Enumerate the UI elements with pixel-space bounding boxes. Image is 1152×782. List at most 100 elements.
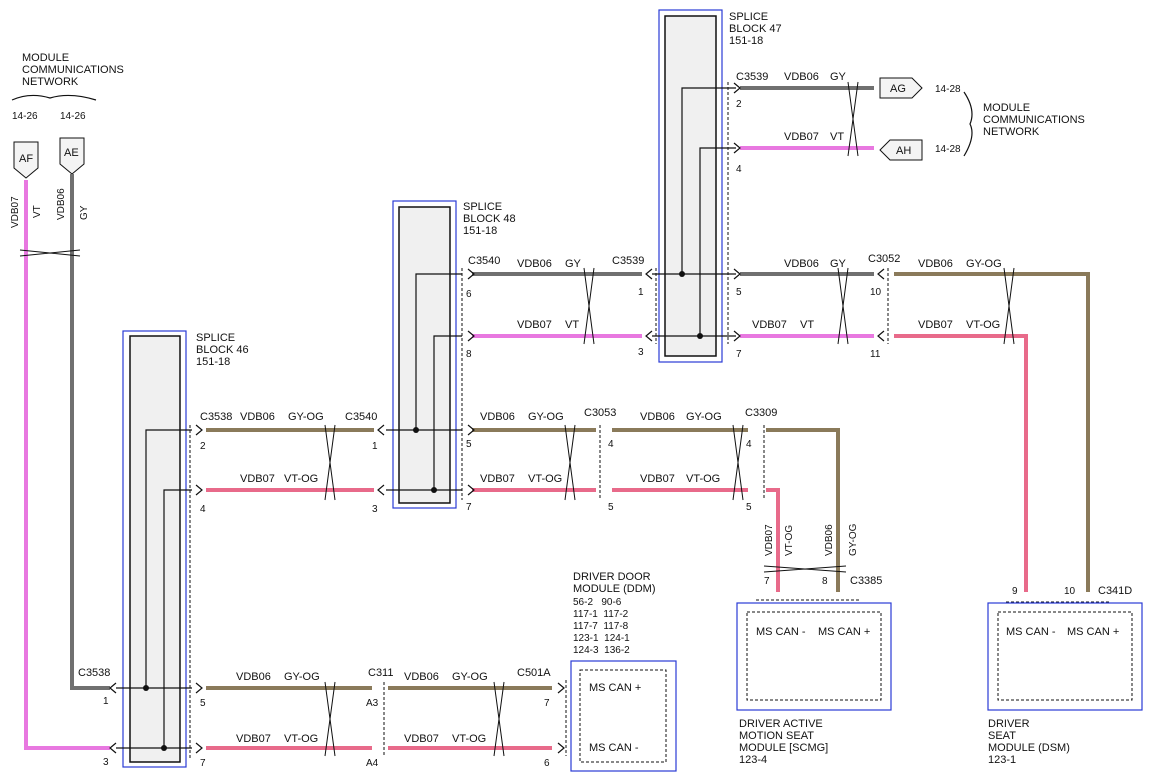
ddm-ref-4: 124-3 136-2 [573, 645, 630, 656]
conn-c3540-b: C3540 [468, 255, 500, 267]
arrows-c501a [557, 682, 565, 754]
dsm-title-3: MODULE (DSM) [988, 742, 1070, 754]
splice47-dot-1 [679, 271, 685, 277]
splice46-block [129, 335, 181, 763]
ddm-ref-3: 123-1 124-1 [573, 633, 630, 644]
splice47-bus-vt [652, 147, 736, 337]
mcn-left-ref-b: 14-26 [60, 111, 86, 122]
arrows-s46-out [195, 424, 203, 496]
conn-c3539-top: C3539 [736, 71, 768, 83]
splice48-bus-vt [386, 335, 462, 491]
pin-c3052-11: 11 [870, 349, 881, 360]
splice46-title-2: BLOCK 46 [196, 344, 249, 356]
splice48-title-2: BLOCK 48 [463, 213, 516, 225]
dsm-title-1: DRIVER [988, 718, 1030, 730]
arrows-c3052-in [877, 268, 885, 342]
twist-h-icon [1003, 267, 1015, 345]
mcn-left-title-3: NETWORK [22, 76, 79, 88]
twist-d-icon [732, 424, 744, 501]
ddm-title-1: DRIVER DOOR [573, 571, 651, 583]
wire-label-vdb07-c: VDB07 [480, 473, 515, 485]
arrows-c3539-in [645, 268, 653, 342]
wire-label-vdb07-i: VDB07 [236, 733, 271, 745]
wire-label-vdb07-f: VDB07 [784, 131, 819, 143]
conn-c311: C311 [368, 667, 393, 679]
wire-label-vt-g: VT [800, 319, 814, 331]
pin-c3538-1: 1 [103, 696, 109, 707]
wire-label-gyog-e: GY-OG [848, 523, 859, 556]
scmg-can-minus: MS CAN - [756, 626, 806, 638]
ddm-ref-1: 117-1 117-2 [573, 609, 629, 620]
twist-a-icon [324, 424, 336, 501]
mcn-right-ref-b: 14-28 [935, 144, 961, 155]
wire-label-gyog-i: GY-OG [284, 671, 320, 683]
ddm-module [570, 660, 677, 772]
mcn-left-title-1: MODULE [22, 52, 69, 64]
pin-c3539-3: 3 [638, 347, 644, 358]
pin-c3540-3: 3 [372, 504, 378, 515]
wire-label-vdb06-left: VDB06 [56, 188, 67, 220]
wire-label-vtog-e: VT-OG [784, 525, 795, 556]
connector-ae-label: AE [64, 147, 79, 159]
dsm-module [987, 602, 1143, 711]
conn-c341d: C341D [1098, 585, 1132, 597]
pin-c3540-1: 1 [372, 441, 378, 452]
splice48-right-leads [416, 429, 462, 491]
connector-ah-label: AH [896, 145, 911, 157]
pin-c3053-4: 4 [608, 439, 614, 450]
wire-label-vdb07-left: VDB07 [10, 196, 21, 228]
splice46-in-leads [116, 687, 192, 749]
mcn-left-title-2: COMMUNICATIONS [22, 64, 124, 76]
splice47-dot-2 [697, 333, 703, 339]
twist-c-icon [564, 424, 576, 501]
wire-vdb07-vt-left [24, 180, 110, 750]
ddm-can-minus: MS CAN - [589, 742, 639, 754]
ddm-inner [579, 669, 667, 763]
pin-c3309-4: 4 [746, 439, 752, 450]
wire-vdb06-gyog-h [894, 272, 1090, 592]
mcn-right-title-1: MODULE [983, 102, 1030, 114]
connector-ah-icon [879, 139, 923, 161]
connector-af-icon [13, 141, 39, 179]
connector-af-label: AF [19, 153, 33, 165]
conn-c501a: C501A [517, 667, 551, 679]
mcn-left-brace [11, 94, 97, 101]
pin-s47-2: 2 [736, 99, 742, 110]
wire-label-vtog-a: VT-OG [284, 473, 318, 485]
wire-label-gyog-c: GY-OG [528, 411, 564, 423]
pin-c3538-3: 3 [103, 757, 109, 768]
splice48-dot-1 [413, 427, 419, 433]
splice47-right-leads [682, 273, 736, 337]
splice47-title-2: BLOCK 47 [729, 23, 782, 35]
conn-c3053: C3053 [584, 407, 616, 419]
wire-label-vdb07-a: VDB07 [240, 473, 275, 485]
conn-c3538-top: C3538 [200, 411, 232, 423]
pin-s47-7: 7 [736, 349, 742, 360]
wire-label-vdb07-d: VDB07 [640, 473, 675, 485]
splice46-title-1: SPLICE [196, 332, 235, 344]
scmg-inner [746, 611, 882, 701]
wire-label-gyog-h: GY-OG [966, 258, 1002, 270]
wire-label-vt-left: VT [32, 205, 43, 218]
wire-label-vdb06-e: VDB06 [824, 524, 835, 556]
wire-scmg-vtog [766, 488, 780, 592]
wire-label-vdb06-c: VDB06 [480, 411, 515, 423]
wire-label-vt-b: VT [565, 319, 579, 331]
splice48-title-3: 151-18 [463, 225, 497, 237]
wire-label-vdb06-i: VDB06 [236, 671, 271, 683]
pin-c3053-5: 5 [608, 502, 614, 513]
splice48-block [398, 206, 451, 504]
arrow-c3538-3 [109, 742, 117, 754]
scmg-title-2: MOTION SEAT [739, 730, 814, 742]
wire-scmg-gyog [766, 428, 840, 592]
arrows-s47-lower [733, 268, 741, 342]
splice48-dot-2 [431, 487, 437, 493]
pin-s48-5: 5 [466, 439, 472, 450]
mcn-left-ref-a: 14-26 [12, 111, 38, 122]
conn-c3538-left: C3538 [78, 667, 110, 679]
arrow-c3538-1 [109, 682, 117, 694]
splice47-bus-gy [652, 87, 736, 275]
conn-c3539-b: C3539 [612, 255, 644, 267]
pin-s48-7: 7 [466, 502, 472, 513]
splice48-border [392, 200, 457, 509]
